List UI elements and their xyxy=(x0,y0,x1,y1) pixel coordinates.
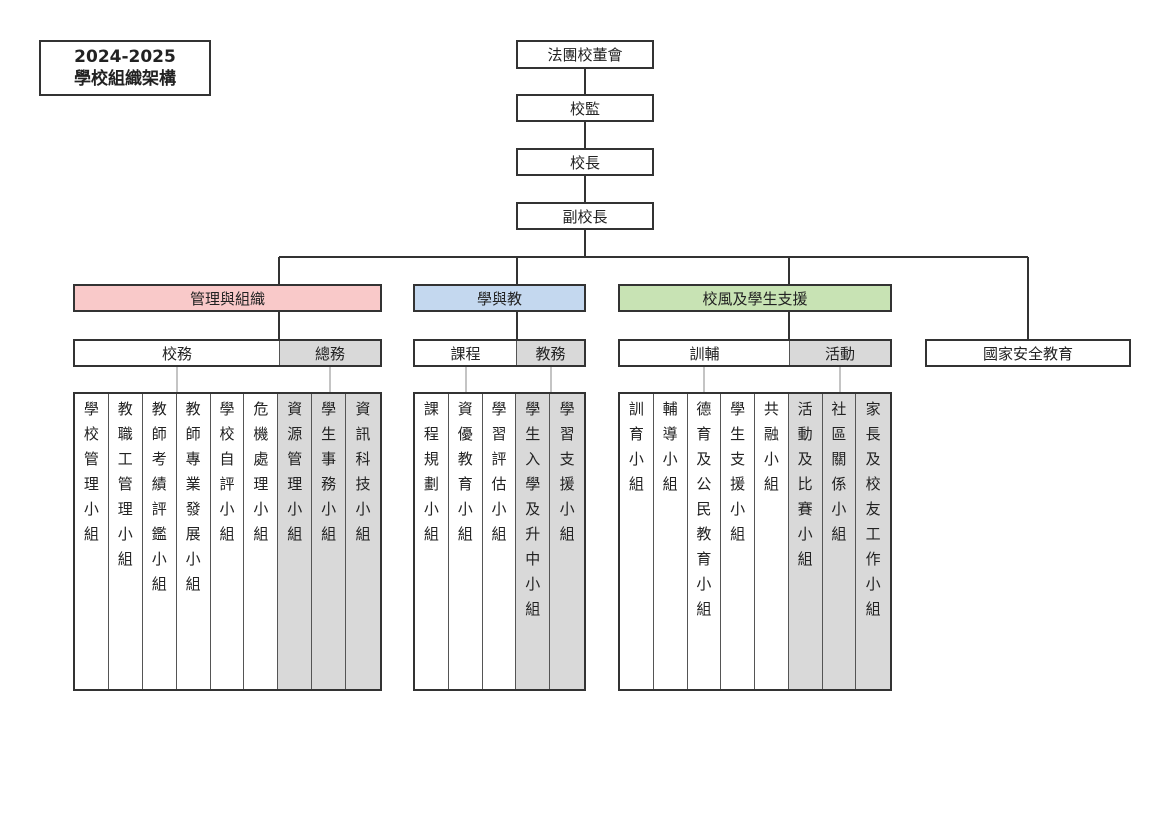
committee-column: 家長及校友工作小組 xyxy=(856,394,890,689)
subgroup-bar-learning: 課程 教務 xyxy=(413,339,586,367)
committee-column: 學校管理小組 xyxy=(75,394,109,689)
subgroup-bar-management: 校務 總務 xyxy=(73,339,382,367)
committee-column: 教師專業發展小組 xyxy=(177,394,211,689)
committee-column: 資訊科技小組 xyxy=(346,394,380,689)
subgroup-school-affairs: 校務 xyxy=(75,341,280,365)
subgroup-general-affairs: 總務 xyxy=(280,341,380,365)
committee-column: 資優教育小組 xyxy=(449,394,483,689)
subgroup-academic-affairs: 教務 xyxy=(517,341,584,365)
chart-title: 學校組織架構 xyxy=(74,69,176,89)
committee-column: 資源管理小組 xyxy=(278,394,313,689)
committee-column: 教職工管理小組 xyxy=(109,394,143,689)
board-box: 法團校董會 xyxy=(516,40,654,69)
committee-column: 活動及比賽小組 xyxy=(788,394,823,689)
principal-box: 校長 xyxy=(516,148,654,176)
committee-column: 學習支援小組 xyxy=(550,394,584,689)
committee-column: 教師考績評鑑小組 xyxy=(143,394,177,689)
committee-column: 學習評估小組 xyxy=(483,394,517,689)
national-security-education-box: 國家安全教育 xyxy=(925,339,1131,367)
chart-title-box: 2024-2025 學校組織架構 xyxy=(39,40,211,96)
committee-column: 學生支援小組 xyxy=(721,394,755,689)
subgroup-curriculum: 課程 xyxy=(415,341,517,365)
committee-column: 學生事務小組 xyxy=(312,394,347,689)
committee-column: 課程規劃小組 xyxy=(415,394,449,689)
subgroup-bar-support: 訓輔 活動 xyxy=(618,339,892,367)
committee-column: 共融小組 xyxy=(755,394,789,689)
committee-column: 訓育小組 xyxy=(620,394,654,689)
committee-columns-management: 學校管理小組教職工管理小組教師考績評鑑小組教師專業發展小組學校自評小組危機處理小… xyxy=(73,392,382,691)
committee-column: 學校自評小組 xyxy=(211,394,245,689)
subgroup-activities: 活動 xyxy=(790,341,890,365)
committee-columns-learning: 課程規劃小組資優教育小組學習評估小組學生入學及升中小組學習支援小組 xyxy=(413,392,586,691)
dept-management: 管理與組織 xyxy=(73,284,382,312)
supervisor-box: 校監 xyxy=(516,94,654,122)
subgroup-discipline-guidance: 訓輔 xyxy=(620,341,790,365)
vice-principal-box: 副校長 xyxy=(516,202,654,230)
committee-column: 危機處理小組 xyxy=(244,394,279,689)
committee-column: 輔導小組 xyxy=(654,394,688,689)
committee-columns-support: 訓育小組輔導小組德育及公民教育小組學生支援小組共融小組活動及比賽小組社區關係小組… xyxy=(618,392,892,691)
dept-student-support: 校風及學生支援 xyxy=(618,284,892,312)
committee-column: 學生入學及升中小組 xyxy=(516,394,551,689)
dept-learning-teaching: 學與教 xyxy=(413,284,586,312)
committee-column: 德育及公民教育小組 xyxy=(688,394,722,689)
committee-column: 社區關係小組 xyxy=(822,394,857,689)
chart-year: 2024-2025 xyxy=(74,47,176,67)
